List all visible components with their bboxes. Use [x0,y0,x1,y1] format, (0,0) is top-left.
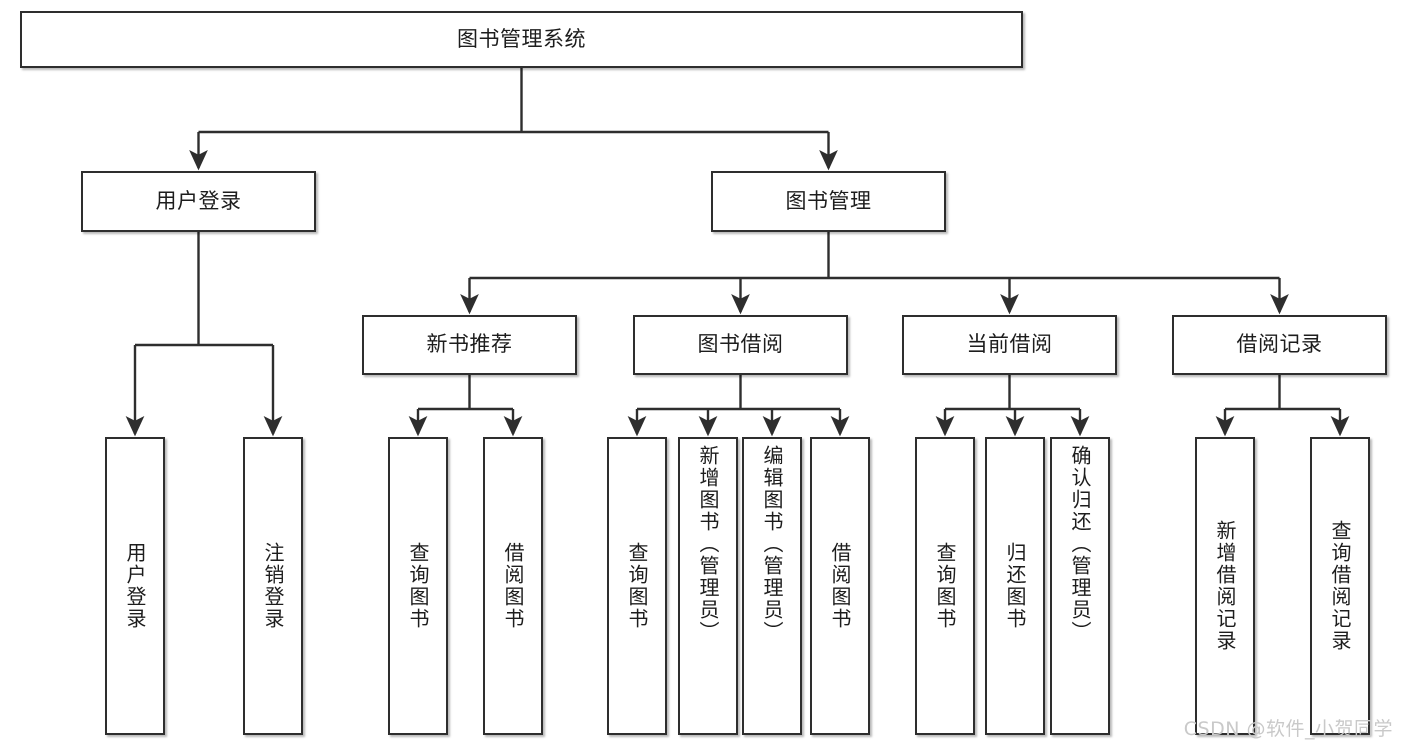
node-label-leaf-edit-book: 编辑图书（管理员） [760,445,784,643]
node-leaf-confirm-return[interactable]: 确认归还（管理员） [1050,437,1110,735]
node-label-leaf-add-record: 新增借阅记录 [1213,520,1237,652]
node-label-user-login: 用户登录 [155,188,242,213]
node-leaf-return-book[interactable]: 归还图书 [985,437,1045,735]
node-label-leaf-return-book: 归还图书 [1003,542,1027,630]
node-root[interactable]: 图书管理系统 [20,11,1023,68]
node-leaf-add-record[interactable]: 新增借阅记录 [1195,437,1255,735]
node-label-leaf-user-login: 用户登录 [123,542,147,630]
node-label-leaf-borrow-book-2: 借阅图书 [828,542,852,630]
node-current-borrow[interactable]: 当前借阅 [902,315,1117,375]
node-book-manage[interactable]: 图书管理 [711,171,946,232]
node-label-root: 图书管理系统 [457,26,586,51]
node-label-book-manage: 图书管理 [785,188,872,213]
node-leaf-add-book[interactable]: 新增图书（管理员） [678,437,738,735]
node-borrow-record[interactable]: 借阅记录 [1172,315,1387,375]
node-label-leaf-borrow-book-1: 借阅图书 [501,542,525,630]
node-label-leaf-query-book-1: 查询图书 [406,542,430,630]
node-leaf-borrow-book-2[interactable]: 借阅图书 [810,437,870,735]
node-label-leaf-query-book-2: 查询图书 [625,542,649,630]
node-leaf-borrow-book-1[interactable]: 借阅图书 [483,437,543,735]
node-leaf-query-record[interactable]: 查询借阅记录 [1310,437,1370,735]
node-label-book-borrow: 图书借阅 [697,332,784,357]
node-leaf-edit-book[interactable]: 编辑图书（管理员） [742,437,802,735]
node-label-leaf-query-book-3: 查询图书 [933,542,957,630]
node-leaf-logout[interactable]: 注销登录 [243,437,303,735]
node-leaf-query-book-3[interactable]: 查询图书 [915,437,975,735]
node-label-leaf-add-book: 新增图书（管理员） [696,445,720,643]
node-label-current-borrow: 当前借阅 [966,332,1053,357]
node-leaf-user-login[interactable]: 用户登录 [105,437,165,735]
node-label-borrow-record: 借阅记录 [1236,332,1323,357]
node-book-borrow[interactable]: 图书借阅 [633,315,848,375]
node-label-leaf-logout: 注销登录 [261,542,285,630]
node-label-leaf-query-record: 查询借阅记录 [1328,520,1352,652]
node-user-login[interactable]: 用户登录 [81,171,316,232]
node-label-new-book-rec: 新书推荐 [426,332,513,357]
node-label-leaf-confirm-return: 确认归还（管理员） [1068,445,1092,643]
node-new-book-rec[interactable]: 新书推荐 [362,315,577,375]
node-leaf-query-book-1[interactable]: 查询图书 [388,437,448,735]
node-leaf-query-book-2[interactable]: 查询图书 [607,437,667,735]
